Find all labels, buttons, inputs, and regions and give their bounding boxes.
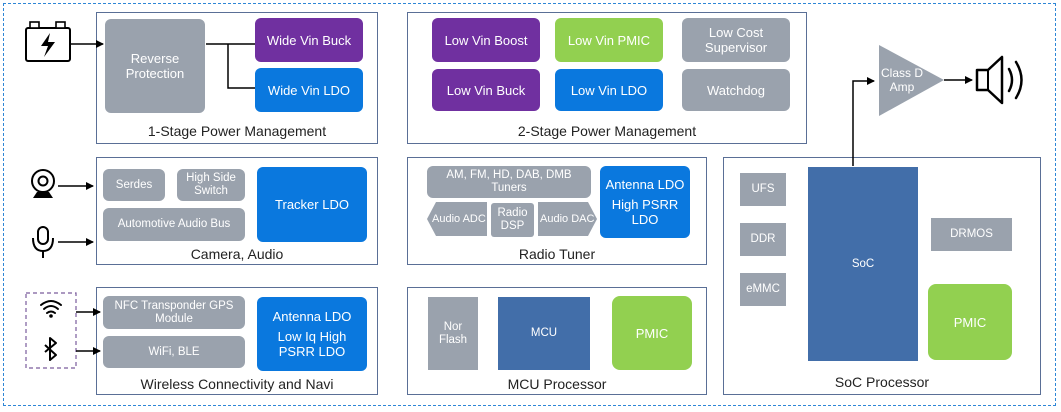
ufs-label: UFS (751, 183, 775, 195)
automotive-audio-bus-block: Automotive Audio Bus (103, 208, 245, 241)
panel-2-stage-power: Low Vin Boost Low Vin PMIC Low Cost Supe… (407, 12, 807, 144)
drmos-block: DRMOS (931, 218, 1012, 251)
panel-mcu: Nor Flash MCU PMIC MCU Processor (407, 287, 707, 395)
antenna-ldo-label-2: Antenna LDO (272, 309, 352, 324)
panel-1-stage-title: 1-Stage Power Management (147, 123, 327, 139)
low-vin-ldo-label: Low Vin LDO (570, 82, 648, 98)
serdes-label: Serdes (115, 178, 153, 191)
low-vin-buck-label: Low Vin Buck (446, 82, 526, 98)
watchdog-block: Watchdog (682, 69, 790, 111)
class-d-amp-triangle (879, 45, 944, 116)
tuners-block: AM, FM, HD, DAB, DMB Tuners (427, 166, 591, 198)
wifi-icon (40, 300, 62, 318)
low-iq-ldo-label: Low Iq High PSRR LDO (277, 329, 347, 359)
nfc-gps-block: NFC Transponder GPS Module (103, 296, 245, 329)
low-vin-ldo-block: Low Vin LDO (555, 69, 663, 111)
webcam-icon (31, 169, 55, 198)
panel-camera-audio: Serdes High Side Switch Automotive Audio… (96, 157, 378, 265)
high-side-switch-label: High Side Switch (186, 172, 236, 197)
wide-vin-ldo-block: Wide Vin LDO (255, 68, 363, 112)
panel-radio-tuner-title: Radio Tuner (518, 246, 596, 262)
emmc-block: eMMC (740, 273, 786, 306)
panel-wireless: NFC Transponder GPS Module WiFi, BLE Ant… (96, 287, 378, 395)
wifi-ble-label: WiFi, BLE (148, 345, 200, 358)
soc-label: SoC (851, 257, 875, 270)
panel-1-stage-power: Reverse Protection Wide Vin Buck Wide Vi… (96, 12, 378, 144)
soc-pmic-label: PMIC (953, 314, 987, 330)
nfc-gps-label: NFC Transponder GPS Module (114, 299, 234, 325)
outer-frame (3, 3, 1056, 406)
watchdog-label: Watchdog (706, 82, 766, 98)
mcu-block: MCU (498, 297, 590, 370)
tuners-label: AM, FM, HD, DAB, DMB Tuners (446, 169, 572, 194)
battery-icon (25, 21, 71, 62)
antenna-low-iq-ldo-block: Antenna LDO Low Iq High PSRR LDO (257, 297, 367, 371)
panel-soc: UFS DDR eMMC SoC DRMOS PMIC SoC Processo… (723, 157, 1041, 395)
bluetooth-icon (44, 337, 57, 361)
soc-block: SoC (808, 167, 918, 361)
class-d-amp-label: Class D Amp (880, 66, 923, 94)
nor-flash-block: Nor Flash (428, 297, 478, 370)
speaker-icon (975, 55, 1023, 105)
low-vin-buck-block: Low Vin Buck (432, 69, 540, 111)
ufs-block: UFS (740, 173, 786, 206)
emmc-label: eMMC (746, 283, 780, 295)
soc-pmic-block: PMIC (928, 284, 1012, 360)
ddr-block: DDR (740, 223, 786, 256)
radio-dsp-block: Radio DSP (491, 203, 534, 237)
low-vin-boost-label: Low Vin Boost (444, 32, 528, 48)
drmos-label: DRMOS (950, 228, 993, 240)
reverse-protection-block: Reverse Protection (105, 19, 205, 113)
automotive-audio-bus-label: Automotive Audio Bus (117, 218, 231, 230)
low-vin-boost-block: Low Vin Boost (432, 18, 540, 62)
tracker-ldo-label: Tracker LDO (275, 197, 349, 212)
antenna-ldo-label: Antenna LDO (605, 177, 685, 192)
high-side-switch-block: High Side Switch (177, 169, 245, 201)
panel-2-stage-title: 2-Stage Power Management (517, 123, 697, 139)
ddr-label: DDR (750, 233, 776, 245)
wide-vin-buck-block: Wide Vin Buck (255, 18, 363, 62)
wireless-icon-box (25, 292, 77, 369)
wide-vin-ldo-label: Wide Vin LDO (267, 82, 351, 98)
antenna-high-psrr-ldo-block: Antenna LDO High PSRR LDO (600, 166, 690, 238)
panel-mcu-title: MCU Processor (507, 376, 607, 392)
serdes-block: Serdes (103, 169, 165, 201)
wide-vin-buck-label: Wide Vin Buck (266, 32, 352, 48)
power-connector-lines (206, 43, 255, 89)
mcu-pmic-label: PMIC (635, 325, 669, 341)
low-cost-supervisor-block: Low Cost Supervisor (682, 18, 790, 62)
audio-adc-label: Audio ADC (432, 213, 486, 225)
audio-dac-label: Audio DAC (540, 213, 595, 225)
panel-soc-title: SoC Processor (834, 374, 930, 390)
soc-amp-line (852, 77, 875, 166)
audio-adc-block (427, 202, 487, 236)
audio-dac-block (538, 202, 597, 236)
microphone-icon (32, 226, 54, 258)
panel-wireless-title: Wireless Connectivity and Navi (140, 376, 334, 392)
panel-camera-audio-title: Camera, Audio (190, 246, 284, 262)
radio-dsp-label: Radio DSP (497, 207, 528, 232)
wifi-ble-block: WiFi, BLE (103, 336, 245, 368)
high-psrr-ldo-label: High PSRR LDO (611, 197, 679, 227)
mcu-label: MCU (530, 327, 558, 339)
nor-flash-label: Nor Flash (438, 320, 468, 346)
low-vin-pmic-label: Low Vin PMIC (567, 32, 651, 48)
mcu-pmic-block: PMIC (612, 296, 692, 370)
tracker-ldo-block: Tracker LDO (257, 167, 367, 242)
low-cost-supervisor-label: Low Cost Supervisor (704, 25, 768, 55)
low-vin-pmic-block: Low Vin PMIC (555, 18, 663, 62)
reverse-protection-label: Reverse Protection (125, 51, 185, 81)
